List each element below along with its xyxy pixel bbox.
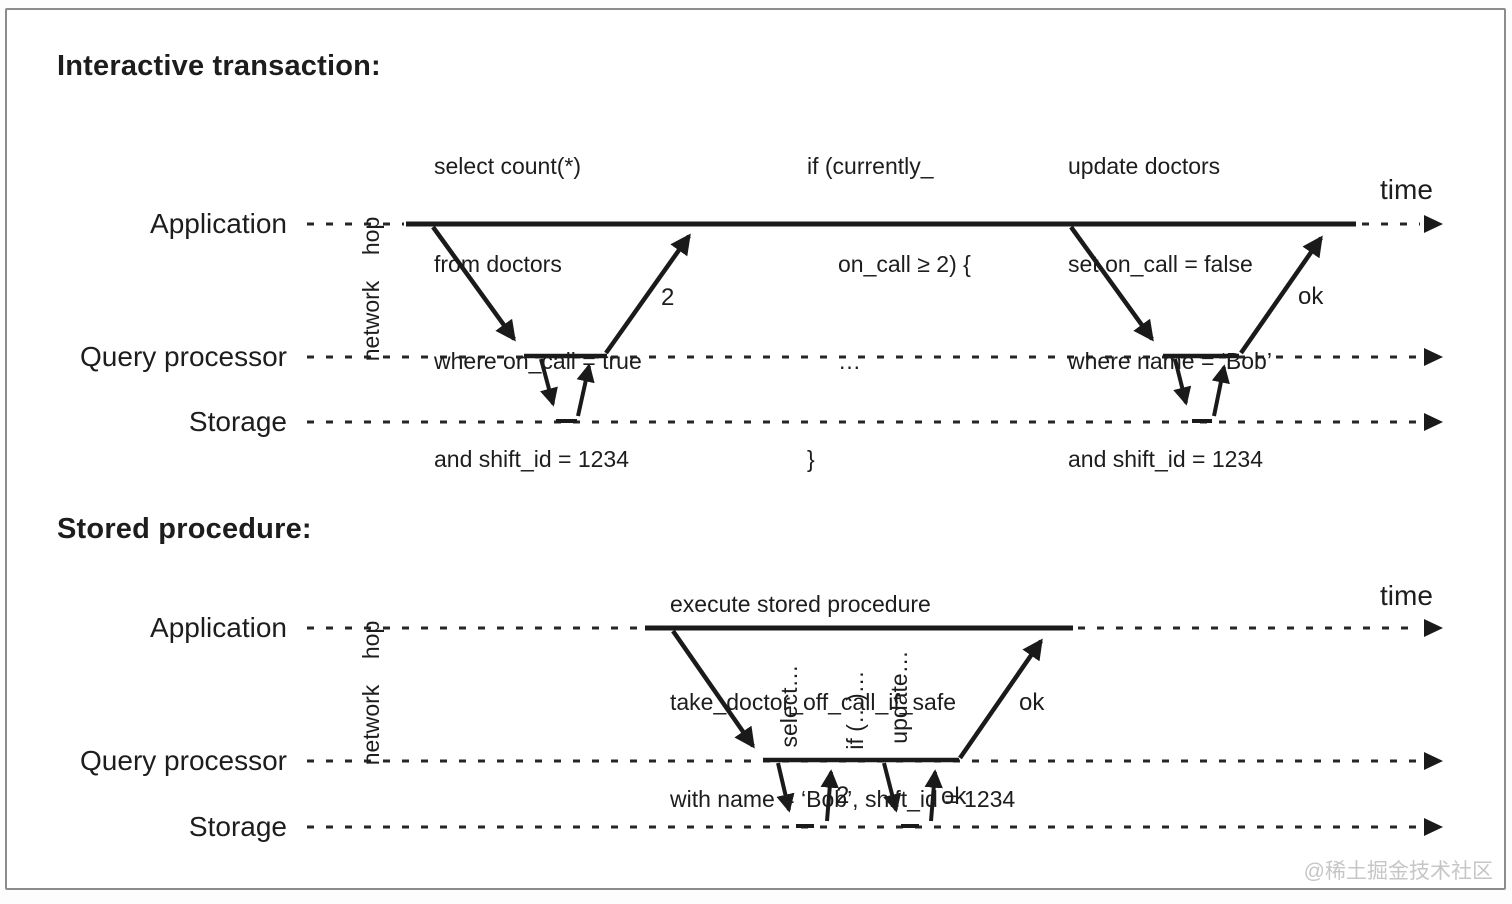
update-query-code: update doctors set on_call = false where… <box>1068 85 1272 540</box>
storage-select-request-arrow <box>776 762 795 813</box>
count-result-label: 2 <box>661 284 675 311</box>
time-axis-label: time <box>1380 580 1433 611</box>
code-line: where on_call = true <box>434 348 642 374</box>
ok-result-label-small: ok <box>941 783 967 810</box>
ok-result-label: ok <box>1298 283 1324 310</box>
stored-procedure-flow <box>645 625 1073 828</box>
lane-label-query-processor: Query processor <box>80 745 287 776</box>
if-condition-code: if (currently_ on_call ≥ 2) { … } <box>807 85 971 540</box>
query1-request-arrow <box>431 225 516 342</box>
code-line: execute stored procedure <box>670 591 931 617</box>
code-line: select count(*) <box>434 153 582 179</box>
storage-time-arrowhead <box>1424 413 1443 431</box>
storage1-response-arrow <box>576 363 595 417</box>
interactive-lifeline-arrowheads <box>1424 215 1443 431</box>
interactive-title: Interactive transaction: <box>57 50 381 82</box>
code-line: where name = ‘Bob’ <box>1068 348 1272 374</box>
code-line: and shift_id = 1234 <box>434 445 630 472</box>
lane-label-application: Application <box>150 208 287 239</box>
network-hop-line1: network <box>357 684 384 766</box>
lane-label-application: Application <box>150 612 287 643</box>
code-line: from doctors <box>434 250 562 277</box>
code-line: and shift_id = 1234 <box>1068 445 1264 472</box>
storage1-request-arrow <box>539 358 558 407</box>
network-hop-line2: hop <box>357 620 384 660</box>
storage-update-response-arrow <box>924 769 943 822</box>
code-line: update doctors <box>1068 153 1221 179</box>
qp-time-arrowhead <box>1424 348 1443 366</box>
storage2-request-arrow <box>1173 358 1192 406</box>
storage-update-request-arrow <box>882 762 902 813</box>
ok-result-label-big: ok <box>1019 689 1045 716</box>
query2-response-arrow <box>1239 235 1323 355</box>
procedure-response-arrow <box>958 638 1043 760</box>
storage-select-response-arrow <box>820 769 839 822</box>
network-hop-line1: network <box>357 280 384 362</box>
storage-time-arrowhead <box>1424 818 1443 836</box>
network-hop-line2: hop <box>357 216 384 256</box>
count-result-label: 2 <box>836 782 850 809</box>
procedure-request-arrow <box>671 629 755 749</box>
time-axis-label: time <box>1380 174 1433 205</box>
code-line: } <box>807 445 815 472</box>
stored-title: Stored procedure: <box>57 513 312 545</box>
code-line: … <box>838 348 861 374</box>
inner-select-label: select… <box>775 664 802 748</box>
network-hop-label: network hop <box>336 216 406 362</box>
interactive-lifelines-dashed <box>307 222 1420 424</box>
qp-time-arrowhead <box>1424 752 1443 770</box>
app-time-arrowhead <box>1424 215 1443 233</box>
interactive-transaction-flow <box>406 221 1356 423</box>
watermark: @稀土掘金技术社区 <box>1303 860 1493 883</box>
network-hop-label: network hop <box>336 620 406 766</box>
lane-label-storage: Storage <box>188 811 287 842</box>
figure-border <box>5 8 1506 890</box>
storage2-response-arrow <box>1211 364 1230 417</box>
app-time-arrowhead <box>1424 619 1443 637</box>
select-query-code: select count(*) from doctors where on_ca… <box>434 85 642 540</box>
code-line: take_doctor_off_call_if_safe <box>670 688 956 715</box>
code-line: if (currently_ <box>807 153 934 179</box>
lane-label-query-processor: Query processor <box>80 341 287 372</box>
stored-lifeline-arrowheads <box>1424 619 1443 836</box>
lane-label-storage: Storage <box>188 406 287 437</box>
execute-procedure-code: execute stored procedure take_doctor_off… <box>670 523 1015 881</box>
code-line: with name = ‘Bob’, shift_id = 1234 <box>670 786 1016 812</box>
code-line: on_call ≥ 2) { <box>838 250 971 277</box>
query1-response-arrow <box>604 233 691 355</box>
code-line: set on_call = false <box>1068 250 1253 277</box>
inner-if-label: if (…)… <box>841 670 868 750</box>
inner-update-label: update… <box>885 650 912 744</box>
query2-request-arrow <box>1069 225 1154 342</box>
